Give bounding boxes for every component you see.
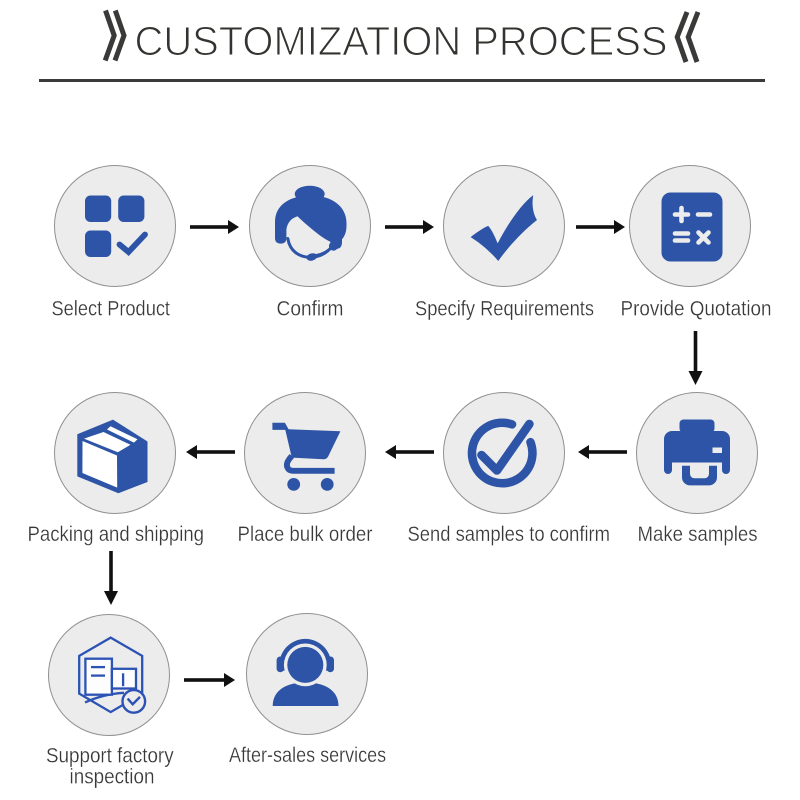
svg-text:Send samples to confirm: Send samples to confirm [408,522,611,546]
svg-text:Specify Requirements: Specify Requirements [415,297,594,321]
svg-text:Make samples: Make samples [638,522,758,546]
svg-text:Place bulk order: Place bulk order [238,522,373,546]
svg-text:Support factory: Support factory [46,744,174,768]
svg-text:Provide Quotation: Provide Quotation [621,297,772,321]
svg-text:Select Product: Select Product [52,297,171,321]
svg-text:Packing and shipping: Packing and shipping [28,522,205,546]
svg-text:CUSTOMIZATION PROCESS: CUSTOMIZATION PROCESS [135,18,668,64]
svg-text:inspection: inspection [70,765,155,789]
svg-text:Confirm: Confirm [277,297,344,321]
svg-text:After-sales services: After-sales services [229,743,386,767]
